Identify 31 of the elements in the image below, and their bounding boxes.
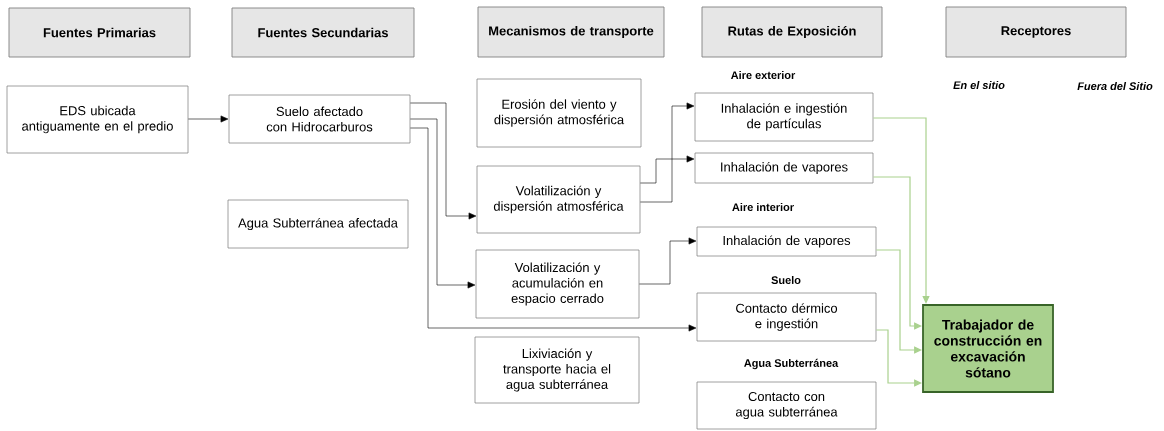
arrow — [410, 102, 477, 220]
arrow — [640, 102, 695, 203]
process-box: Agua Subterránea afectada — [227, 199, 409, 249]
arrow — [410, 127, 697, 332]
process-box: Suelo afectado con Hidrocarburos — [228, 94, 411, 144]
process-box: Lixiviación y transporte hacia el agua subterránea — [474, 336, 640, 404]
group-label: En el sitio — [953, 81, 1005, 90]
header-box: Receptores — [945, 6, 1127, 58]
process-box: Contacto con agua subterránea — [696, 381, 877, 430]
arrow — [640, 155, 695, 184]
header-box: Fuentes Secundarias — [231, 7, 415, 58]
group-label: Agua Subterránea — [744, 358, 839, 370]
arrow — [188, 115, 229, 123]
process-box: Volatilización y acumulación en espacio cerrado — [475, 249, 640, 319]
process-box: EDS ubicada antiguamente en el predio — [6, 85, 189, 154]
group-label: Suelo — [771, 276, 801, 285]
process-box: Erosión del viento y dispersión atmosférica — [476, 78, 642, 148]
group-label: Aire exterior — [731, 71, 796, 80]
process-box: Inhalación de vapores — [696, 226, 877, 257]
receptor-box: Trabajador de construcción en excavación sótano — [922, 304, 1054, 393]
process-box: Inhalación de vapores — [694, 152, 874, 184]
process-box: Inhalación e ingestión de partículas — [694, 92, 874, 142]
group-label: Aire interior — [732, 203, 794, 212]
header-box: Rutas de Exposición — [701, 6, 883, 58]
process-box: Volatilización y dispersión atmosférica — [476, 165, 641, 234]
arrow — [410, 118, 476, 289]
group-label: Fuera del Sitio — [1077, 82, 1153, 91]
header-box: Fuentes Primarias — [8, 7, 191, 58]
arrow — [639, 237, 697, 285]
process-box: Contacto dérmico e ingestión — [696, 292, 877, 342]
header-box: Mecanismos de transporte — [477, 6, 665, 58]
